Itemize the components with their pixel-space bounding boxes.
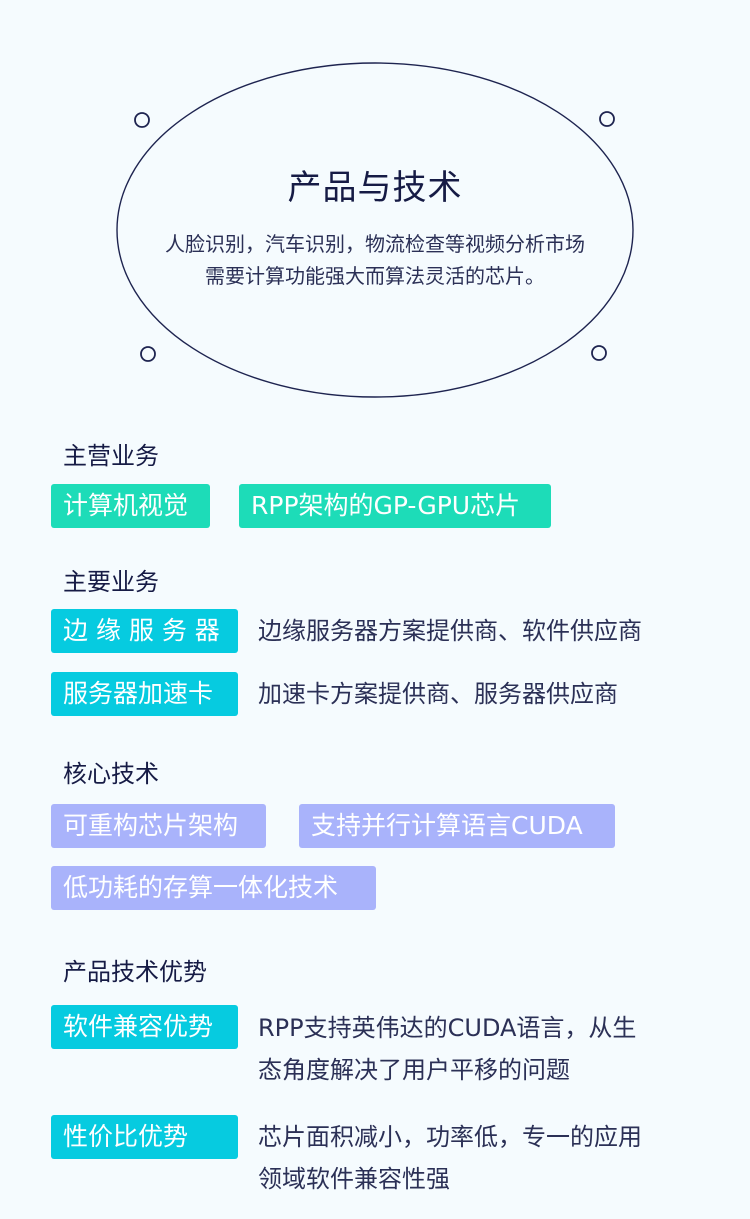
tag-reconfigurable-arch: 可重构芯片架构 bbox=[51, 804, 266, 848]
desc-software-compat: RPP支持英伟达的CUDA语言，从生 态角度解决了用户平移的问题 bbox=[258, 1007, 698, 1091]
tag-computer-vision: 计算机视觉 bbox=[51, 484, 210, 528]
section-heading-primary-business: 主要业务 bbox=[63, 568, 159, 596]
hero-ellipse bbox=[116, 62, 634, 398]
hero-subtitle: 人脸识别，汽车识别，物流检查等视频分析市场 需要计算功能强大而算法灵活的芯片。 bbox=[0, 228, 750, 292]
tag-compute-in-memory: 低功耗的存算一体化技术 bbox=[51, 866, 376, 910]
desc-line: 芯片面积减小，功率低，专一的应用 bbox=[258, 1123, 642, 1151]
desc-line: 态角度解决了用户平移的问题 bbox=[258, 1056, 570, 1084]
desc-line: 加速卡方案提供商、服务器供应商 bbox=[258, 680, 618, 708]
section-heading-main-business: 主营业务 bbox=[63, 442, 159, 470]
hero-subtitle-line: 人脸识别，汽车识别，物流检查等视频分析市场 bbox=[165, 232, 585, 256]
section-heading-core-tech: 核心技术 bbox=[63, 760, 159, 788]
tag-software-compat: 软件兼容优势 bbox=[51, 1005, 238, 1049]
desc-edge-server: 边缘服务器方案提供商、软件供应商 bbox=[258, 610, 698, 652]
decor-circle-icon bbox=[591, 345, 607, 361]
hero-subtitle-line: 需要计算功能强大而算法灵活的芯片。 bbox=[205, 264, 545, 288]
section-heading-advantages: 产品技术优势 bbox=[63, 958, 207, 986]
tag-rpp-gpgpu: RPP架构的GP-GPU芯片 bbox=[239, 484, 551, 528]
page-title: 产品与技术 bbox=[287, 168, 463, 208]
desc-line: 边缘服务器方案提供商、软件供应商 bbox=[258, 617, 642, 645]
tag-edge-server: 边 缘 服 务 器 bbox=[51, 609, 238, 653]
decor-circle-icon bbox=[599, 111, 615, 127]
hero-decoration bbox=[116, 62, 634, 398]
desc-line: 领域软件兼容性强 bbox=[258, 1165, 450, 1193]
decor-circle-icon bbox=[140, 346, 156, 362]
desc-server-accelerator: 加速卡方案提供商、服务器供应商 bbox=[258, 673, 698, 715]
tag-server-accelerator: 服务器加速卡 bbox=[51, 672, 238, 716]
tag-cuda-support: 支持并行计算语言CUDA bbox=[299, 804, 615, 848]
tag-cost-performance: 性价比优势 bbox=[51, 1115, 238, 1159]
desc-cost-performance: 芯片面积减小，功率低，专一的应用 领域软件兼容性强 bbox=[258, 1116, 698, 1200]
decor-circle-icon bbox=[134, 112, 150, 128]
desc-line: RPP支持英伟达的CUDA语言，从生 bbox=[258, 1014, 637, 1042]
